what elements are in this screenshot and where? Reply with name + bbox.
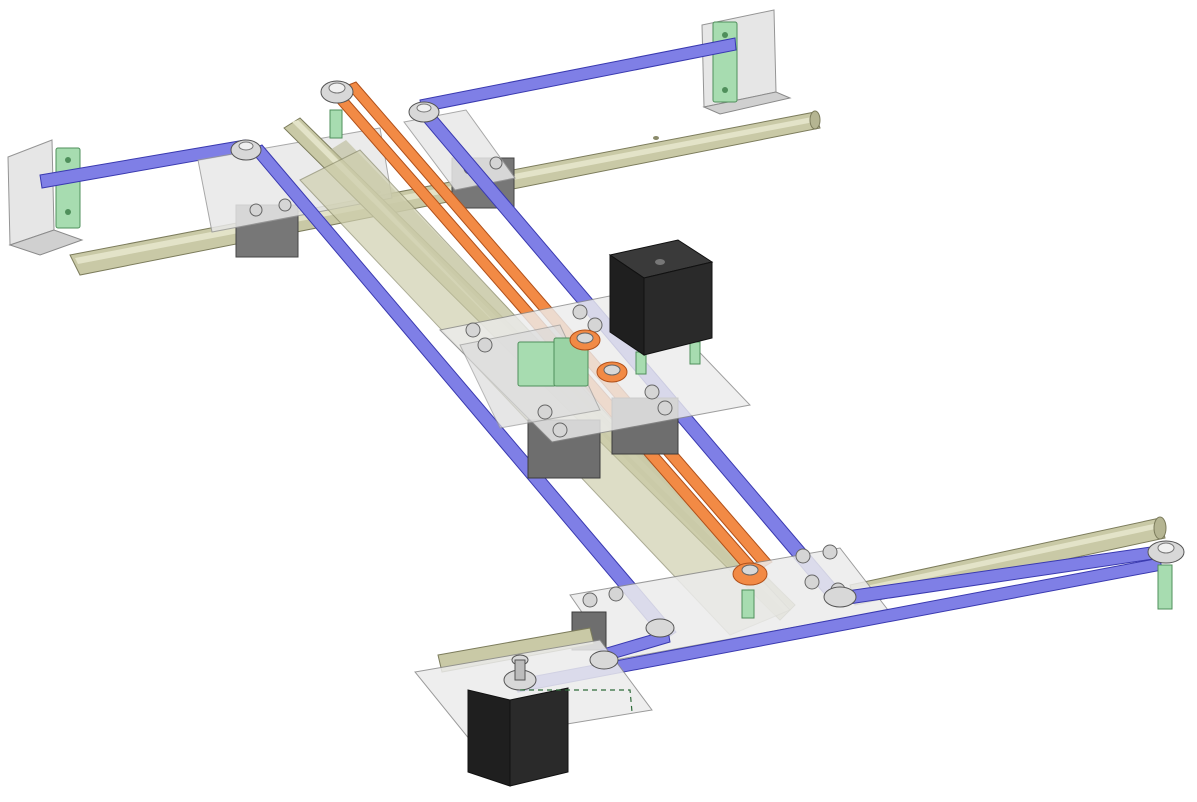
rail-rear-hole: [653, 136, 659, 140]
bracket-right-screw: [722, 32, 728, 38]
rail-front-endcap: [1153, 516, 1167, 540]
belt-blue-front: [514, 540, 1185, 693]
bracket-left-base: [8, 229, 84, 256]
screw-icon: [587, 317, 603, 333]
end-bracket-right: [701, 9, 792, 115]
motor-bottom-shaft: [514, 659, 526, 681]
screw-icon: [657, 400, 673, 416]
end-bracket-left: [7, 139, 84, 256]
pulley-front-idler: [645, 618, 675, 638]
belt-blue-rear-run: [419, 37, 737, 113]
pulley-front-right-hub: [1157, 542, 1175, 554]
pulley-bottom-idler: [589, 650, 619, 670]
screw-icon: [552, 422, 568, 438]
motor-bottom-side: [509, 687, 569, 787]
rail-rear-endcap: [809, 110, 821, 130]
carriage-center-pulley-hub: [576, 332, 594, 344]
pulley-front-orange-hub: [741, 564, 759, 576]
bracket-left-screw: [65, 157, 71, 163]
screw-icon: [537, 404, 553, 420]
carriage-center-pulley-hub: [603, 364, 621, 376]
pulley-left-hub: [238, 141, 254, 151]
bracket-left-screw: [65, 209, 71, 215]
idler-pulleys-rear: [230, 80, 440, 161]
screw-icon: [465, 322, 481, 338]
screw-icon: [804, 574, 820, 590]
screw-icon: [608, 586, 624, 602]
pulley-standoff: [329, 109, 343, 139]
motor-bottom-front: [467, 689, 511, 787]
motor-bottom: [414, 639, 653, 787]
motor-center: [608, 239, 714, 356]
rail-front-highlight: [852, 523, 1160, 594]
screw-icon: [582, 592, 598, 608]
pulley-standoff: [1157, 564, 1173, 610]
motor-bottom-dashed-outline: [520, 689, 633, 713]
pulley-front-mid: [823, 586, 857, 608]
pulley-rear-a-hub: [328, 82, 346, 94]
bracket-left-clamp: [55, 147, 81, 229]
belt-clamp-a: [517, 341, 557, 387]
screw-icon: [278, 198, 292, 212]
screw-icon: [644, 384, 660, 400]
pulley-rear-b-hub: [416, 103, 432, 113]
motor-center-side: [643, 261, 713, 356]
bracket-right-screw: [722, 87, 728, 93]
motor-standoff: [689, 341, 701, 365]
pulley-standoff: [741, 589, 755, 619]
screw-icon: [822, 544, 838, 560]
screw-icon: [477, 337, 493, 353]
motor-center-shaft: [655, 259, 665, 265]
bracket-right-base: [702, 91, 792, 115]
screw-icon: [489, 156, 503, 170]
screw-icon: [249, 203, 263, 217]
bracket-left-plate: [7, 139, 55, 246]
screw-icon: [572, 304, 588, 320]
screw-icon: [795, 548, 811, 564]
